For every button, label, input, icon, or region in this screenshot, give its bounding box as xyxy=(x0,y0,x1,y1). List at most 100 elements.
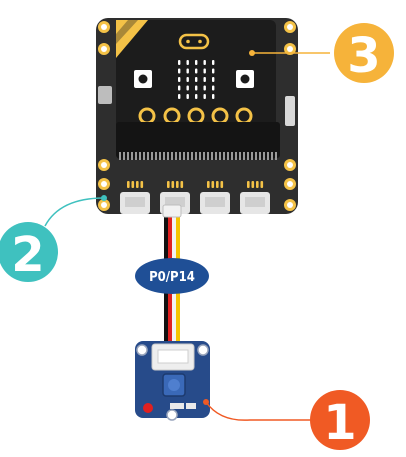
led-pixel xyxy=(186,68,189,74)
slot-pin xyxy=(147,152,149,160)
slot-pin xyxy=(127,152,129,160)
header-pin xyxy=(127,181,130,188)
header-pin xyxy=(207,181,210,188)
led-pixel xyxy=(178,94,181,99)
slot-pin xyxy=(203,152,205,160)
led-pixel xyxy=(212,85,215,91)
callout-2-number: 2 xyxy=(11,227,44,283)
led-pixel xyxy=(203,94,206,99)
slot-pin xyxy=(267,152,269,160)
slot-pin xyxy=(195,152,197,160)
slot-pin xyxy=(243,152,245,160)
header-pin xyxy=(167,181,170,188)
slot-pin xyxy=(231,152,233,160)
slot-pin xyxy=(207,152,209,160)
slot-pin xyxy=(255,152,257,160)
callout-1-number: 1 xyxy=(323,395,356,451)
slot-pin xyxy=(167,152,169,160)
button-b xyxy=(236,70,254,88)
usb-port xyxy=(98,86,112,104)
header-pin xyxy=(136,181,139,188)
slot-pin xyxy=(155,152,157,160)
microbit-logo xyxy=(178,33,210,50)
port-label: P0/P14 xyxy=(135,258,209,294)
led-pixel xyxy=(212,60,215,65)
button-a xyxy=(134,70,152,88)
callout-1: 1 xyxy=(203,390,370,451)
header-pin xyxy=(131,181,135,188)
slot-pin xyxy=(275,152,277,160)
led-pixel xyxy=(186,77,189,82)
header-pin xyxy=(211,181,215,188)
slot-pin xyxy=(199,152,201,160)
led-pixel xyxy=(178,77,181,82)
slot-pin xyxy=(251,152,253,160)
led-pixel xyxy=(178,60,181,65)
led-pixel xyxy=(178,68,181,74)
slot-pin xyxy=(151,152,153,160)
port-header-pins xyxy=(127,181,264,188)
slot-pin xyxy=(135,152,137,160)
led-pixel xyxy=(195,68,198,74)
header-pin xyxy=(251,181,255,188)
slot-pin xyxy=(235,152,237,160)
header-pin xyxy=(216,181,219,188)
slot-pin xyxy=(163,152,165,160)
slot-pin xyxy=(211,152,213,160)
slot-pin xyxy=(263,152,265,160)
expansion-board xyxy=(96,18,298,214)
mounting-pads xyxy=(98,21,296,211)
slot-pin xyxy=(215,152,217,160)
slot-pin xyxy=(191,152,193,160)
slot-pin xyxy=(239,152,241,160)
header-pin xyxy=(260,181,264,188)
led-pixel xyxy=(203,85,206,91)
slot-pin xyxy=(131,152,133,160)
header-pin xyxy=(180,181,184,188)
slot-pin xyxy=(223,152,225,160)
led-pixel xyxy=(195,85,198,91)
slot-pin xyxy=(179,152,181,160)
header-pin xyxy=(176,181,179,188)
led-pixel xyxy=(203,68,206,74)
header-pin xyxy=(171,181,175,188)
led-pixel xyxy=(212,68,215,74)
callout-3: 3 xyxy=(249,23,394,84)
callout-3-number: 3 xyxy=(347,28,380,84)
edge-slot xyxy=(116,122,280,158)
led-pixel xyxy=(178,85,181,91)
led-pixel xyxy=(186,60,189,65)
slot-pin xyxy=(219,152,221,160)
led-pixel xyxy=(195,77,198,82)
rotary-sensor-module xyxy=(135,341,210,421)
header-pin xyxy=(220,181,224,188)
slot-pin xyxy=(259,152,261,160)
led-pixel xyxy=(203,60,206,65)
slot-pin xyxy=(171,152,173,160)
slot-pin xyxy=(271,152,273,160)
slot-pin xyxy=(247,152,249,160)
led-pixel xyxy=(186,94,189,99)
led-matrix xyxy=(178,60,215,99)
slot-pin xyxy=(139,152,141,160)
callout-2: 2 xyxy=(0,195,107,283)
header-pin xyxy=(140,181,144,188)
slot-pin xyxy=(187,152,189,160)
slot-pin xyxy=(143,152,145,160)
slot-pin xyxy=(183,152,185,160)
slot-pin xyxy=(159,152,161,160)
header-pin xyxy=(256,181,259,188)
led-pixel xyxy=(212,94,215,99)
led-pixel xyxy=(203,77,206,82)
slot-pin xyxy=(227,152,229,160)
header-pin xyxy=(247,181,250,188)
led-pixel xyxy=(195,60,198,65)
led-pixel xyxy=(186,85,189,91)
slot-pins xyxy=(119,152,277,160)
port-label-text: P0/P14 xyxy=(149,270,195,285)
slot-pin xyxy=(175,152,177,160)
slot-pin xyxy=(119,152,121,160)
led-pixel xyxy=(212,77,215,82)
slot-pin xyxy=(123,152,125,160)
